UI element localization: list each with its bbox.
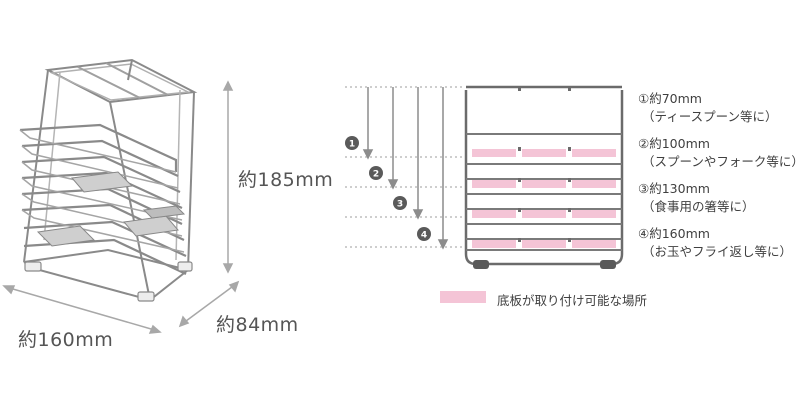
step-badge-3: 3 [397, 200, 403, 210]
width-dimension-label: 約160mm [18, 329, 114, 351]
depth-dimension-label: 約84mm [216, 314, 299, 336]
step-badge-4: 4 [421, 231, 427, 241]
spec-item-4: ④約160mm （お玉やフライ返し等に） [638, 225, 792, 261]
spec-item-1-length: ①約70mm [638, 91, 702, 106]
spec-item-2-length: ②約100mm [638, 136, 710, 151]
spec-item-3-length: ③約130mm [638, 181, 710, 196]
spec-item-2-use: （スプーンやフォーク等に） [642, 154, 800, 169]
step-badge-1: 1 [349, 140, 355, 150]
height-dimension-label: 約185mm [238, 169, 334, 191]
spec-item-4-use: （お玉やフライ返し等に） [642, 244, 793, 259]
step-badge-2: 2 [373, 170, 379, 180]
spec-item-3-use: （食事用の箸等に） [642, 199, 755, 214]
spec-item-4-length: ④約160mm [638, 226, 710, 241]
spec-item-2: ②約100mm （スプーンやフォーク等に） [638, 135, 800, 171]
spec-item-1-use: （ティースプーン等に） [642, 109, 778, 124]
legend-label: 底板が取り付け可能な場所 [497, 293, 648, 308]
legend-swatch [440, 291, 486, 303]
spec-item-3: ③約130mm （食事用の箸等に） [638, 180, 755, 216]
spec-item-1: ①約70mm （ティースプーン等に） [638, 90, 778, 126]
